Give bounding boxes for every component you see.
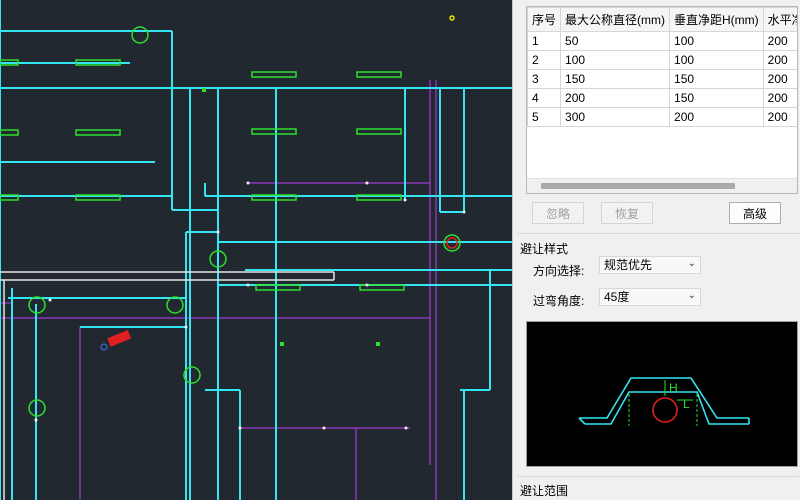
cell-horizontal-clearance[interactable]: 200	[762, 50, 797, 70]
green-fixtures	[0, 15, 461, 417]
col-header-vertical-clearance[interactable]: 垂直净距H(mm)	[669, 7, 764, 32]
avoid-style-preview: H L	[526, 321, 798, 467]
cell-horizontal-clearance[interactable]: 200	[762, 107, 797, 127]
restore-button[interactable]: 恢复	[601, 202, 653, 224]
table-row[interactable]: 5 300 200 200	[527, 107, 797, 127]
table-horizontal-scrollbar[interactable]	[527, 178, 797, 193]
angle-select[interactable]: 45度 ⌄	[599, 288, 701, 306]
avoid-style-group-title: 避让样式	[520, 242, 569, 256]
clearance-table: 序号 最大公称直径(mm) 垂直净距H(mm) 水平净距 1 50 100 20…	[527, 7, 797, 127]
preview-h-label: H	[669, 381, 678, 395]
divider	[517, 233, 799, 234]
cell-vertical-clearance[interactable]: 100	[669, 50, 764, 70]
cell-horizontal-clearance[interactable]: 200	[762, 88, 797, 108]
col-header-max-diameter[interactable]: 最大公称直径(mm)	[560, 7, 671, 32]
cell-max-diameter[interactable]: 200	[560, 88, 671, 108]
cell-vertical-clearance[interactable]: 150	[669, 88, 764, 108]
cell-vertical-clearance[interactable]: 150	[669, 69, 764, 89]
divider	[517, 476, 799, 477]
cell-index[interactable]: 5	[527, 107, 562, 127]
preview-diagram: H L	[578, 377, 750, 426]
cell-index[interactable]: 1	[527, 31, 562, 51]
green-markers	[202, 88, 380, 346]
angle-select-value: 45度	[604, 290, 630, 304]
cell-index[interactable]: 2	[527, 50, 562, 70]
col-header-horizontal-clearance[interactable]: 水平净距	[762, 7, 797, 32]
preview-l-label: L	[683, 397, 690, 411]
cell-max-diameter[interactable]: 100	[560, 50, 671, 70]
advanced-button[interactable]: 高级	[729, 202, 781, 224]
direction-select-value: 规范优先	[604, 258, 653, 272]
pipe-avoid-settings-panel: 序号 最大公称直径(mm) 垂直净距H(mm) 水平净距 1 50 100 20…	[512, 0, 800, 500]
cell-horizontal-clearance[interactable]: 200	[762, 31, 797, 51]
col-header-index[interactable]: 序号	[527, 7, 562, 32]
table-row[interactable]: 2 100 100 200	[527, 50, 797, 70]
cell-max-diameter[interactable]: 50	[560, 31, 671, 51]
cad-drawing-canvas[interactable]	[0, 0, 512, 500]
cell-max-diameter[interactable]: 300	[560, 107, 671, 127]
clearance-table-container[interactable]: 序号 最大公称直径(mm) 垂直净距H(mm) 水平净距 1 50 100 20…	[526, 6, 798, 194]
wall-lines	[0, 271, 335, 500]
ignore-button[interactable]: 忽略	[532, 202, 584, 224]
node-dots	[34, 181, 466, 430]
cad-drawing[interactable]	[0, 0, 512, 500]
table-header-row: 序号 最大公称直径(mm) 垂直净距H(mm) 水平净距	[527, 7, 797, 32]
cell-index[interactable]: 3	[527, 69, 562, 89]
chevron-down-icon: ⌄	[687, 258, 696, 269]
red-label-tag[interactable]	[100, 237, 458, 351]
angle-label: 过弯角度:	[533, 294, 585, 308]
direction-select[interactable]: 规范优先 ⌄	[599, 256, 701, 274]
cell-vertical-clearance[interactable]: 200	[669, 107, 764, 127]
direction-label: 方向选择:	[533, 264, 585, 278]
table-row[interactable]: 3 150 150 200	[527, 69, 797, 89]
cell-vertical-clearance[interactable]: 100	[669, 31, 764, 51]
table-row[interactable]: 4 200 150 200	[527, 88, 797, 108]
table-row[interactable]: 1 50 100 200	[527, 31, 797, 51]
scrollbar-thumb[interactable]	[541, 183, 735, 189]
cyan-pipes	[0, 0, 512, 500]
chevron-down-icon: ⌄	[687, 290, 696, 301]
avoid-range-group-title: 避让范围	[520, 484, 569, 498]
cell-horizontal-clearance[interactable]: 200	[762, 69, 797, 89]
cell-index[interactable]: 4	[527, 88, 562, 108]
cell-max-diameter[interactable]: 150	[560, 69, 671, 89]
